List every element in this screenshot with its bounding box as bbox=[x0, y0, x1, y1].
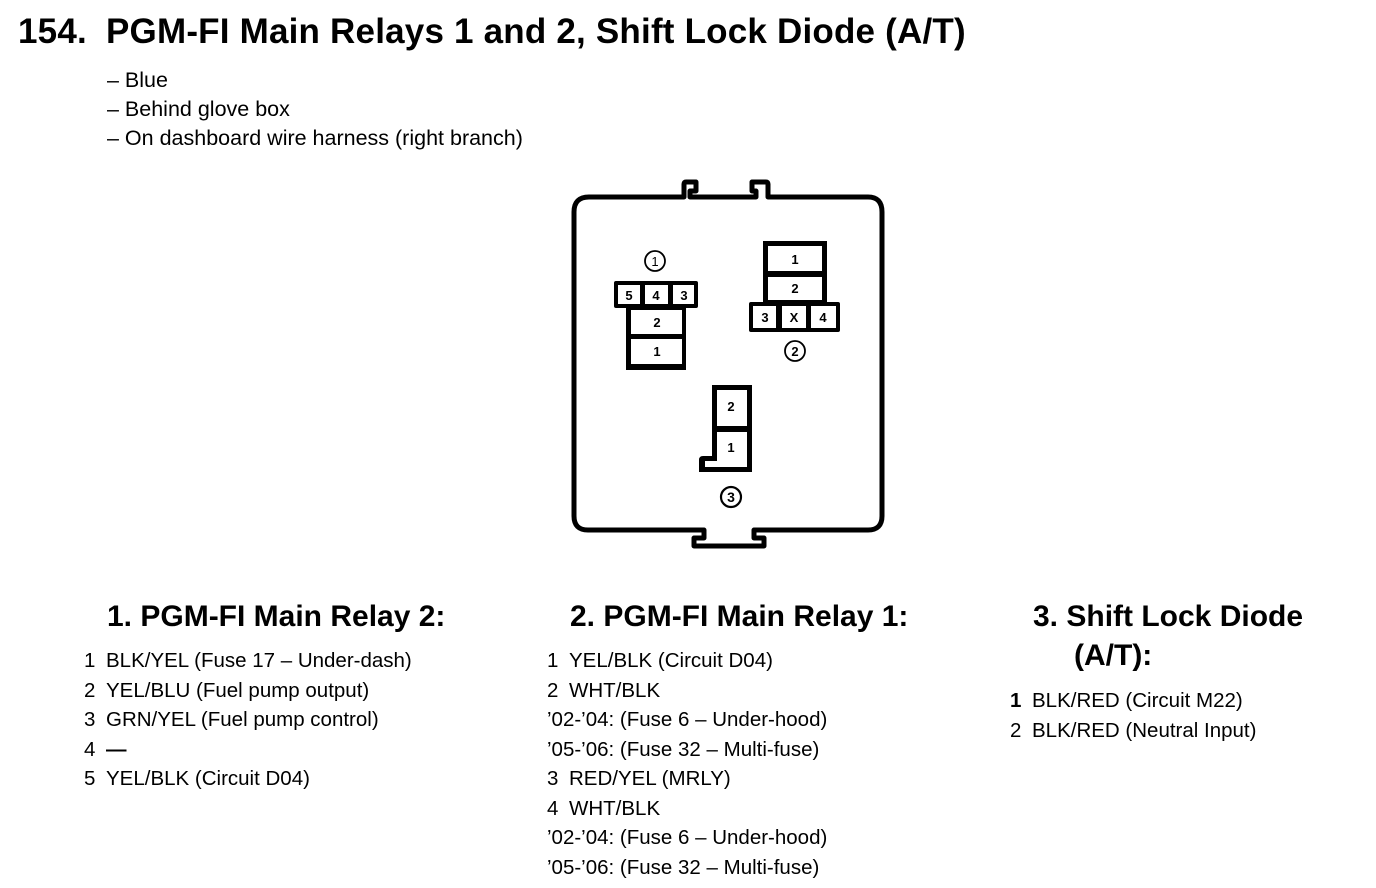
page-title-text: PGM-FI Main Relays 1 and 2, Shift Lock D… bbox=[106, 12, 966, 51]
pin-description: GRN/YEL (Fuel pump control) bbox=[106, 708, 379, 731]
pin-number: 3 bbox=[547, 767, 559, 790]
pin-description: YEL/BLK (Circuit D04) bbox=[569, 649, 773, 672]
connector-3-pin-1: 1 bbox=[727, 440, 734, 455]
section-title-relay-1: 2. PGM-FI Main Relay 1: bbox=[570, 600, 909, 633]
connector-3: 2 1 3 bbox=[699, 385, 752, 509]
page-title: 154. PGM-FI Main Relays 1 and 2, Shift Lo… bbox=[18, 12, 966, 52]
pin-row: 1 BLK/RED (Circuit M22) bbox=[1010, 686, 1256, 716]
connector-3-label-circle bbox=[719, 485, 743, 509]
connector-2-pin-4: 4 bbox=[819, 310, 827, 325]
connector-2-pin-3: 3 bbox=[761, 310, 768, 325]
pin-row: 2 YEL/BLU (Fuel pump output) bbox=[84, 676, 412, 706]
connector-2: 1 2 3 X 4 2 bbox=[749, 241, 840, 362]
pin-description: WHT/BLK bbox=[569, 796, 661, 820]
pin-row: 4— bbox=[84, 735, 412, 765]
pin-row: 1 YEL/BLK (Circuit D04) bbox=[547, 646, 827, 676]
pin-number: 1 bbox=[1010, 689, 1022, 712]
connector-1-pin-1: 1 bbox=[653, 344, 660, 359]
pin-row: 3 GRN/YEL (Fuel pump control) bbox=[84, 705, 412, 735]
pin-description: YEL/BLU (Fuel pump output) bbox=[106, 678, 370, 702]
connector-1-label-circle bbox=[644, 250, 666, 272]
pin-description: WHT/BLK bbox=[569, 678, 661, 702]
pin-list-relay-2: 1 BLK/YEL (Fuse 17 – Under-dash) 2 YEL/BLU… bbox=[84, 646, 412, 794]
connector-2-pin-1: 1 bbox=[791, 252, 798, 267]
pin-number: 2 bbox=[1010, 718, 1022, 742]
pin-number: 2 bbox=[547, 678, 559, 702]
connector-2-pin-2: 2 bbox=[791, 281, 798, 296]
note-harness: – On dashboard wire harness (right branc… bbox=[107, 126, 523, 150]
pin-variant: ’05-’06: (Fuse 32 – Multi-fuse) bbox=[547, 855, 820, 879]
page-title-number: 154. bbox=[18, 12, 87, 51]
connector-1-pin-4: 4 bbox=[652, 288, 660, 303]
pin-list-shift-lock-diode: 1 BLK/RED (Circuit M22) 2 BLK/RED (Neutral… bbox=[1010, 686, 1256, 745]
pin-number: 2 bbox=[84, 678, 96, 702]
pin-description: — bbox=[106, 737, 127, 761]
pin-row: 5 YEL/BLK (Circuit D04) bbox=[84, 764, 412, 794]
location-notes: – Blue – Behind glove box – On dashboard… bbox=[107, 66, 523, 153]
connector-2-label: 2 bbox=[791, 344, 798, 359]
note-location: – Behind glove box bbox=[107, 97, 290, 121]
pin-row: 1 BLK/YEL (Fuse 17 – Under-dash) bbox=[84, 646, 412, 676]
pin-variant: ’02-’04: (Fuse 6 – Under-hood) bbox=[547, 708, 828, 731]
section-title-shift-lock-diode-line2: (A/T): bbox=[1074, 639, 1153, 672]
pin-variant: ’05-’06: (Fuse 32 – Multi-fuse) bbox=[547, 737, 820, 761]
pin-row: 2 BLK/RED (Neutral Input) bbox=[1010, 716, 1256, 746]
pin-description: BLK/YEL (Fuse 17 – Under-dash) bbox=[106, 649, 412, 672]
pin-description: BLK/RED (Neutral Input) bbox=[1032, 718, 1257, 742]
pin-description: RED/YEL (MRLY) bbox=[569, 767, 731, 790]
pin-number: 5 bbox=[84, 767, 96, 790]
note-color: – Blue bbox=[107, 68, 168, 92]
connector-2-pin-x: X bbox=[790, 310, 799, 325]
pin-row: 3 RED/YEL (MRLY) bbox=[547, 764, 827, 794]
pin-number: 3 bbox=[84, 708, 96, 731]
connector-2-label-circle bbox=[784, 340, 806, 362]
pin-description: BLK/RED (Circuit M22) bbox=[1032, 689, 1243, 712]
connector-1-label: 1 bbox=[651, 254, 658, 269]
pin-description: YEL/BLK (Circuit D04) bbox=[106, 767, 310, 790]
section-title-shift-lock-diode: 3. Shift Lock Diode bbox=[1033, 600, 1304, 633]
pin-number: 4 bbox=[84, 737, 96, 761]
connector-1-pin-3: 3 bbox=[680, 288, 687, 303]
connector-3-pin-2: 2 bbox=[727, 399, 734, 414]
pin-variant: ’02-’04: (Fuse 6 – Under-hood) bbox=[547, 826, 828, 849]
connector-1: 5 4 3 2 1 1 bbox=[614, 250, 698, 370]
pin-number: 4 bbox=[547, 796, 559, 820]
pin-number: 1 bbox=[84, 649, 96, 672]
pin-number: 1 bbox=[547, 649, 559, 672]
connector-3-label: 3 bbox=[727, 489, 735, 505]
connector-1-pin-2: 2 bbox=[653, 315, 660, 330]
section-title-relay-2: 1. PGM-FI Main Relay 2: bbox=[107, 600, 446, 633]
connector-1-pin-5: 5 bbox=[625, 288, 632, 303]
